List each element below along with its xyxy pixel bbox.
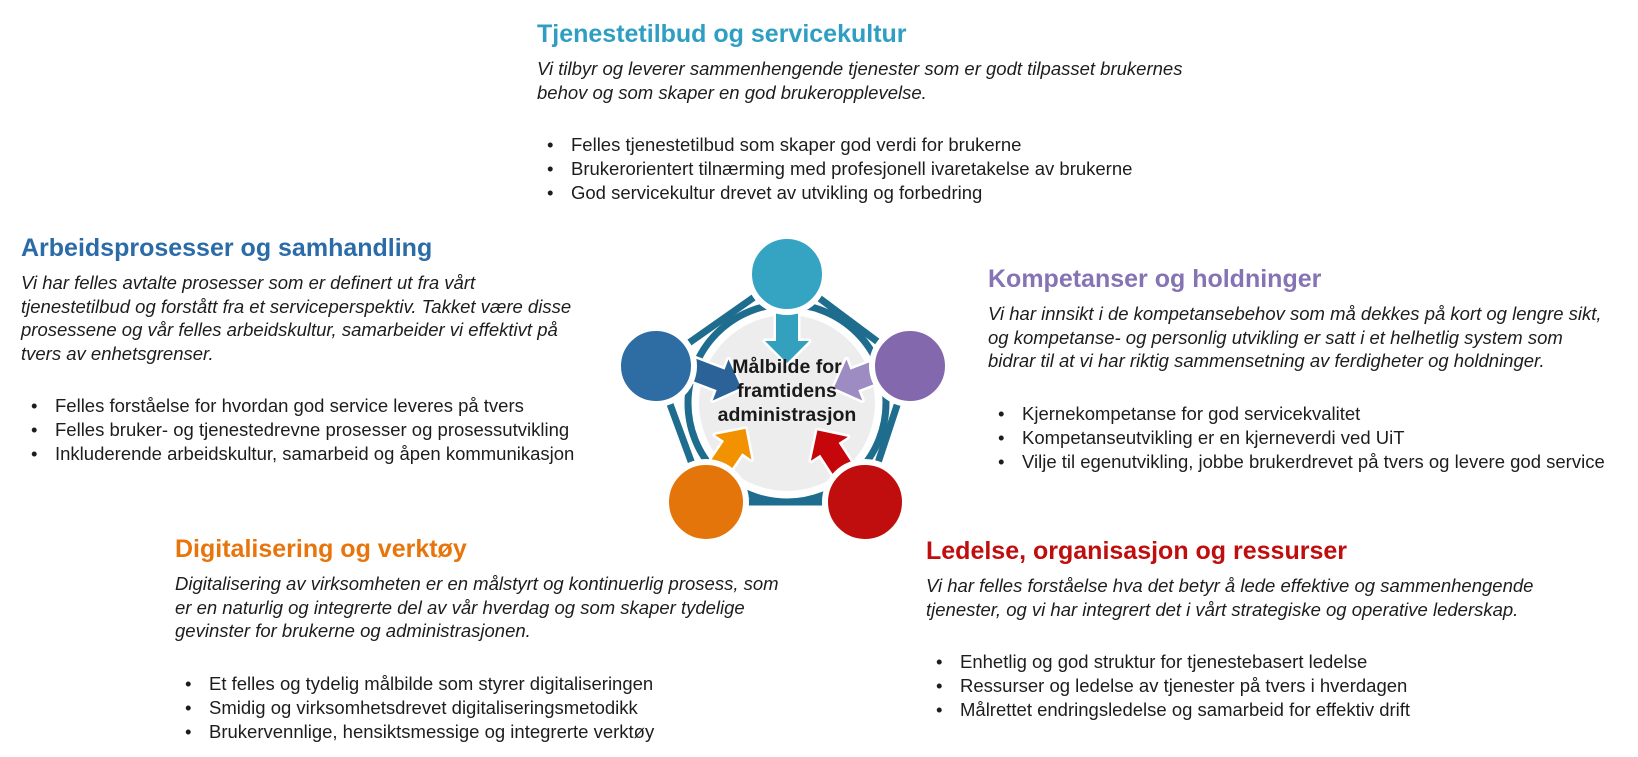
bullet-list-kompetanser: Kjernekompetanse for god servicekvalitet…: [988, 402, 1638, 474]
section-subtitle-digitalisering: Digitalisering av virksomheten er en mål…: [175, 573, 779, 641]
node-kompetanser: [869, 325, 951, 407]
bullet-item: Vilje til egenutvikling, jobbe brukerdre…: [988, 450, 1638, 474]
bullet-item: Felles bruker- og tjenestedrevne prosess…: [21, 418, 621, 442]
bullet-item: Felles forståelse for hvordan god servic…: [21, 394, 621, 418]
section-kompetanser: Kompetanser og holdninger Vi har innsikt…: [988, 265, 1638, 474]
section-title-digitalisering: Digitalisering og verktøy: [175, 535, 467, 563]
node-arbeidsprosesser: [615, 325, 697, 407]
node-tjenestetilbud: [746, 233, 828, 315]
bullet-item: Kompetanseutvikling er en kjerneverdi ve…: [988, 426, 1638, 450]
bullet-item: Et felles og tydelig målbilde som styrer…: [175, 672, 835, 696]
center-label: Målbilde for framtidens administrasjon: [717, 356, 857, 426]
pentagon-diagram: [615, 233, 951, 545]
section-title-tjenestetilbud: Tjenestetilbud og servicekultur: [537, 20, 907, 48]
section-subtitle-ledelse: Vi har felles forståelse hva det betyr å…: [926, 575, 1534, 620]
bullet-item: Målrettet endringsledelse og samarbeid f…: [926, 698, 1616, 722]
section-digitalisering: Digitalisering og verktøy Digitalisering…: [175, 535, 835, 744]
bullet-item: Felles tjenestetilbud som skaper god ver…: [537, 133, 1237, 157]
bullet-item: Brukervennlige, hensiktsmessige og integ…: [175, 720, 835, 744]
section-title-arbeidsprosesser: Arbeidsprosesser og samhandling: [21, 234, 433, 262]
section-subtitle-kompetanser: Vi har innsikt i de kompetansebehov som …: [988, 303, 1602, 371]
section-arbeidsprosesser: Arbeidsprosesser og samhandling Vi har f…: [21, 234, 621, 466]
bullet-item: Inkluderende arbeidskultur, samarbeid og…: [21, 442, 621, 466]
section-subtitle-arbeidsprosesser: Vi har felles avtalte prosesser som er d…: [21, 272, 572, 364]
section-title-ledelse: Ledelse, organisasjon og ressurser: [926, 537, 1347, 565]
bullet-list-ledelse: Enhetlig og god struktur for tjenestebas…: [926, 650, 1616, 722]
section-subtitle-tjenestetilbud: Vi tilbyr og leverer sammenhengende tjen…: [537, 58, 1183, 103]
bullet-item: Brukerorientert tilnærming med profesjon…: [537, 157, 1237, 181]
section-ledelse: Ledelse, organisasjon og ressurser Vi ha…: [926, 537, 1616, 722]
section-title-kompetanser: Kompetanser og holdninger: [988, 265, 1322, 293]
bullet-item: God servicekultur drevet av utvikling og…: [537, 181, 1237, 205]
bullet-list-digitalisering: Et felles og tydelig målbilde som styrer…: [175, 672, 835, 744]
node-digitalisering: [663, 459, 749, 545]
bullet-item: Enhetlig og god struktur for tjenestebas…: [926, 650, 1616, 674]
bullet-item: Kjernekompetanse for god servicekvalitet: [988, 402, 1638, 426]
bullet-item: Ressurser og ledelse av tjenester på tve…: [926, 674, 1616, 698]
section-tjenestetilbud: Tjenestetilbud og servicekultur Vi tilby…: [537, 20, 1237, 205]
bullet-list-arbeidsprosesser: Felles forståelse for hvordan god servic…: [21, 394, 621, 466]
node-ledelse: [822, 459, 908, 545]
bullet-item: Smidig og virksomhetsdrevet digitaliseri…: [175, 696, 835, 720]
bullet-list-tjenestetilbud: Felles tjenestetilbud som skaper god ver…: [537, 133, 1237, 205]
